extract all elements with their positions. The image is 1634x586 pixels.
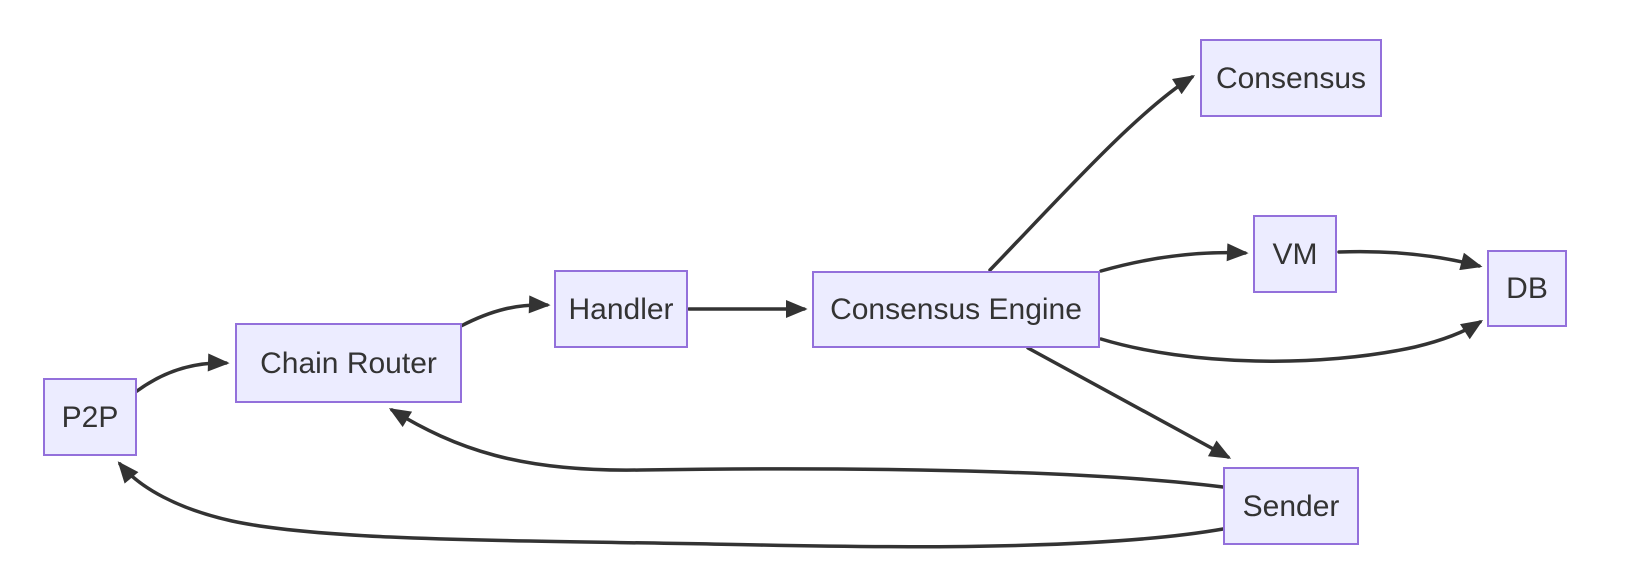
- node-sender-label: Sender: [1242, 489, 1340, 523]
- edge-consensus-engine-to-db: [1099, 320, 1484, 363]
- node-chain-router-label: Chain Router: [260, 346, 437, 380]
- node-p2p: P2P: [43, 378, 137, 456]
- edge-p2p-to-chain-router: [135, 353, 230, 393]
- node-db: DB: [1487, 250, 1567, 327]
- edge-chain-router-to-handler: [459, 295, 551, 328]
- node-consensus-engine: Consensus Engine: [812, 271, 1100, 348]
- node-chain-router: Chain Router: [235, 323, 462, 403]
- edge-consensus-engine-to-consensus: [988, 75, 1196, 272]
- node-sender: Sender: [1223, 467, 1359, 545]
- node-consensus: Consensus: [1200, 39, 1382, 117]
- node-db-label: DB: [1506, 272, 1548, 305]
- edge-consensus-engine-to-sender: [1026, 346, 1232, 459]
- edge-sender-to-p2p: [117, 461, 1225, 549]
- node-consensus-label: Consensus: [1215, 61, 1367, 95]
- node-vm-label: VM: [1272, 237, 1318, 271]
- edge-consensus-engine-to-vm: [1099, 243, 1249, 273]
- node-handler-label: Handler: [568, 292, 674, 326]
- node-vm: VM: [1253, 215, 1337, 293]
- edge-vm-to-db: [1337, 249, 1483, 271]
- node-p2p-label: P2P: [61, 400, 119, 434]
- node-handler: Handler: [554, 270, 688, 348]
- node-consensus-engine-label: Consensus Engine: [830, 293, 1082, 326]
- edge-sender-to-chain-router: [388, 408, 1225, 489]
